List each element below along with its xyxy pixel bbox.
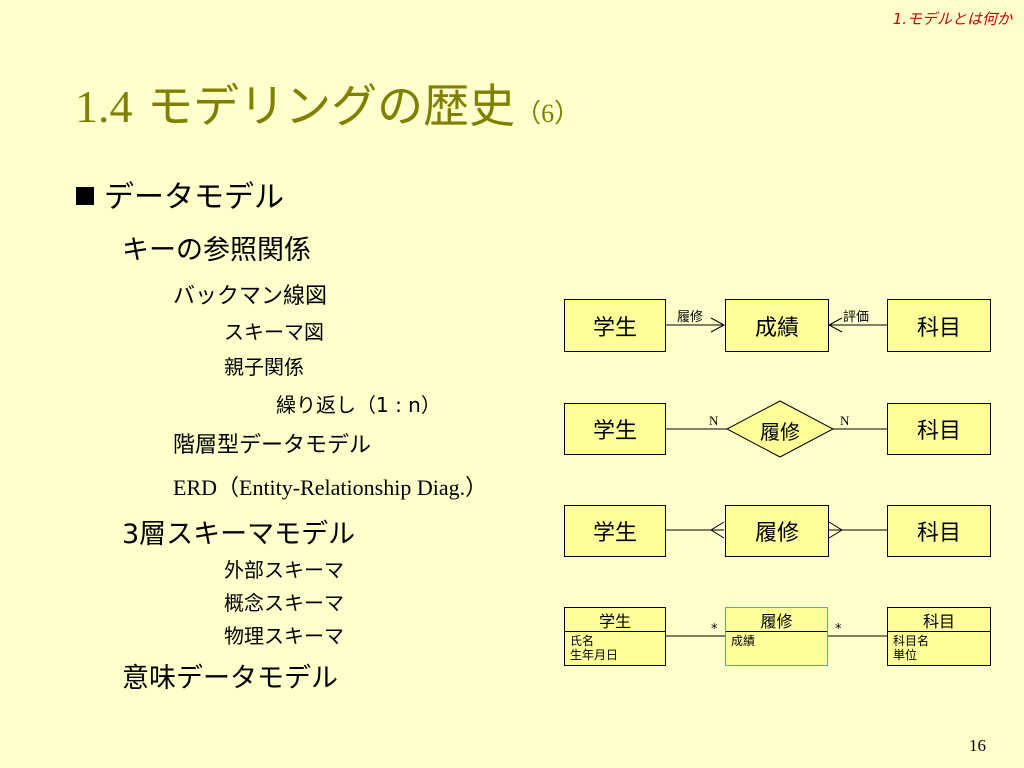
bullet-parent-child: 親子関係 — [224, 355, 304, 379]
er-left-cardinality: N — [709, 413, 719, 428]
chen-entity-student: 学生 — [564, 505, 666, 557]
er-relationship-label: 履修 — [760, 420, 800, 444]
chen-entity-subject: 科目 — [887, 505, 991, 557]
chen-entity-enrollment: 履修 — [725, 505, 829, 557]
uml-left-multiplicity: * — [711, 622, 718, 637]
bachman-left-arrowhead — [710, 317, 726, 333]
uml-right-multiplicity: * — [835, 622, 842, 637]
bullet-semantic: 意味データモデル — [122, 663, 338, 694]
uml-class-subject-attrs: 科目名 単位 — [893, 634, 930, 662]
er-entity-student: 学生 — [564, 403, 666, 455]
chen-left-crowfoot — [710, 521, 725, 539]
uml-class-enrollment-attrs: 成績 — [731, 634, 756, 648]
uml-class-student-name: 学生 — [565, 608, 665, 632]
chen-right-crowfoot — [828, 521, 843, 539]
er-relationship-diamond — [725, 400, 835, 458]
bullet-hierarchical: 階層型データモデル — [173, 433, 372, 458]
bachman-right-label: 評価 — [843, 310, 870, 325]
bullet-key-reference: キーの参照関係 — [122, 235, 311, 266]
bachman-entity-student: 学生 — [564, 299, 666, 352]
uml-class-subject: 科目 科目名 単位 — [887, 607, 991, 666]
uml-class-enrollment-name: 履修 — [726, 608, 827, 632]
bullet-three-schema: 3層スキーマモデル — [122, 519, 356, 550]
er-right-cardinality: N — [840, 413, 850, 428]
bullet-physical: 物理スキーマ — [224, 624, 344, 648]
title-sub: （6） — [515, 99, 581, 128]
uml-class-subject-name: 科目 — [888, 608, 990, 632]
bullet-bachman: バックマン線図 — [173, 284, 328, 309]
title-main: モデリングの歴史 — [147, 79, 516, 133]
bullet-erd: ERD（Entity-Relationship Diag.） — [173, 475, 488, 500]
uml-class-enrollment: 履修 成績 — [725, 607, 828, 666]
bachman-right-arrowhead — [827, 317, 843, 333]
uml-class-student-attrs: 氏名 生年月日 — [570, 634, 619, 662]
uml-class-student: 学生 氏名 生年月日 — [564, 607, 666, 666]
bullet-data-model: データモデル — [76, 172, 284, 216]
page-number: 16 — [969, 736, 986, 755]
bachman-entity-subject: 科目 — [887, 299, 991, 352]
title-number: 1.4 — [75, 81, 133, 132]
section-header: 1.モデルとは何か — [892, 10, 1012, 28]
bullet-repetition: 繰り返し（1 : n） — [276, 393, 441, 417]
bullet-square-icon — [76, 187, 94, 205]
slide-title: 1.4 モデリングの歴史（6） — [75, 70, 580, 136]
er-entity-subject: 科目 — [887, 403, 991, 455]
bullet-conceptual: 概念スキーマ — [224, 591, 344, 615]
bullet-schema-diagram: スキーマ図 — [224, 320, 324, 344]
bullet-external: 外部スキーマ — [224, 558, 344, 582]
bachman-entity-grade: 成績 — [725, 299, 829, 352]
bachman-left-label: 履修 — [677, 310, 704, 325]
